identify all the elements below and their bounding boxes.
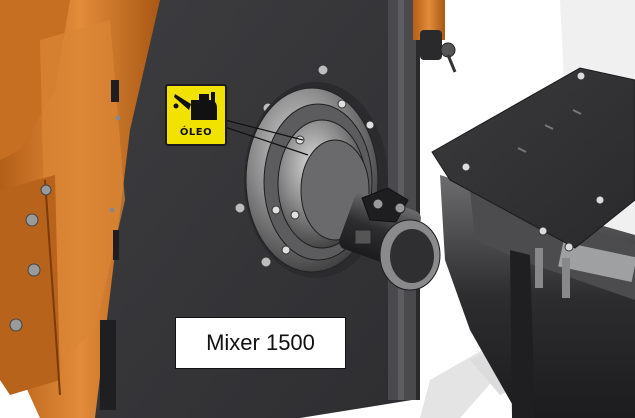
oil-can-icon bbox=[173, 92, 217, 120]
model-name-label: Mixer 1500 bbox=[175, 317, 346, 369]
oil-warning-label: ÓLEO bbox=[165, 84, 227, 146]
bearing-assembly bbox=[244, 82, 441, 291]
oil-label-text: ÓLEO bbox=[179, 127, 213, 138]
motor-unit bbox=[431, 67, 635, 418]
